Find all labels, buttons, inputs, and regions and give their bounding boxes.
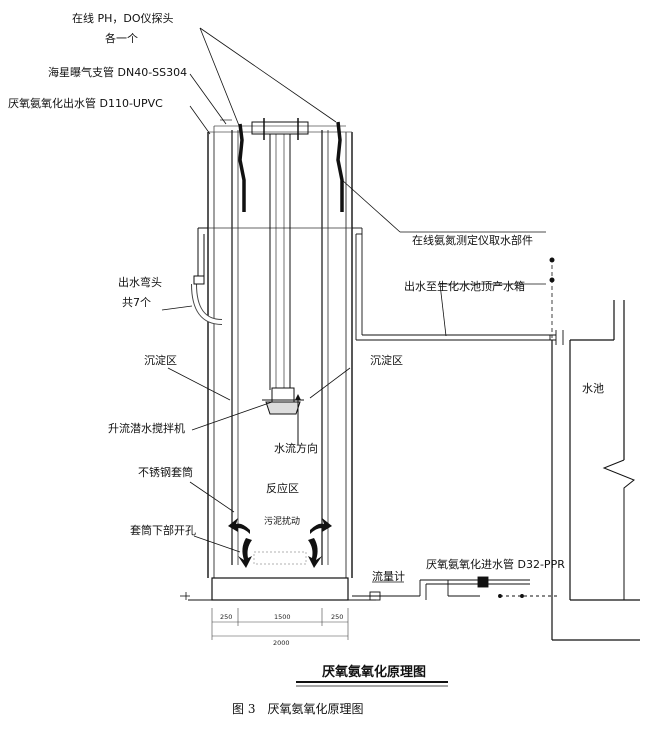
label-probe-line1: 在线 PH，DO仪探头 [72,11,174,25]
inlet-pipe [352,576,560,601]
foundation [180,577,376,601]
label-mixer: 升流潜水搅拌机 [108,421,185,435]
sampling-post-top [549,257,555,263]
label-outlet-to-pool: 出水至生化水池顶产水箱 [404,279,525,293]
label-outlet-pipe: 厌氧氨氧化出水管 D110-UPVC [8,96,163,110]
dim-left: 250 [220,613,232,621]
label-bottom-hole: 套筒下部开孔 [130,523,196,537]
label-sleeve: 不锈钢套筒 [138,465,193,479]
label-flowmeter: 流量计 [372,569,405,583]
probe-right [336,121,344,212]
label-settle-left: 沉淀区 [144,353,177,367]
label-elbow-line1: 出水弯头 [118,275,162,289]
label-elbow-line2: 共7个 [122,296,151,309]
label-probe-line2: 各一个 [105,31,138,45]
leader-lines [161,27,546,583]
sampling-post-mid [549,277,555,283]
pool-structure [551,300,640,641]
label-pool: 水池 [582,382,604,395]
label-settle-right: 沉淀区 [370,353,403,367]
sludge-mixing-arrows [228,518,332,568]
label-inlet-pipe: 厌氧氨氧化进水管 D32-PPR [426,557,565,571]
label-flow-dir: 水流方向 [274,441,318,455]
stainless-sleeve [231,130,329,565]
drawing-title: 厌氧氨氧化原理图 [322,664,426,680]
label-reaction: 反应区 [266,481,299,495]
probe-left [238,123,246,212]
aeration-pipe [213,119,232,138]
left-outlet-pipe [191,227,223,325]
dim-middle: 1500 [274,613,291,621]
dim-total: 2000 [273,639,290,647]
bottom-hole-marker [253,551,307,565]
tank-top [208,125,352,133]
right-outlet-pipe [352,227,564,345]
label-sampling: 在线氨氮测定仪取水部件 [412,233,533,247]
tank-outer-wall [207,132,353,578]
label-aeration: 海星曝气支管 DN40-SS304 [48,65,187,79]
dim-right: 250 [331,613,343,621]
figure-caption: 图 3 厌氧氨氧化原理图 [232,702,363,716]
dimension-lines [211,608,349,640]
mixer-assembly [251,118,309,415]
label-sludge: 污泥扰动 [264,515,300,527]
